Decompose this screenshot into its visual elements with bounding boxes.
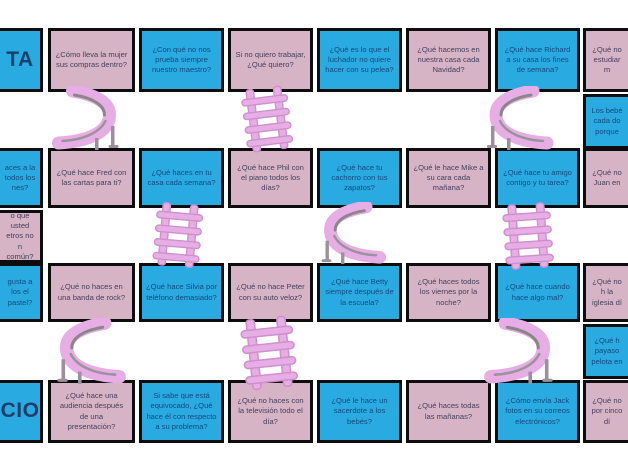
board-square: ¿Qué hace Richard a su casa los fines de…	[495, 28, 580, 92]
board-square: ¿Qué hace Silvia por teléfono demasiado?	[139, 263, 224, 322]
slide-icon	[50, 86, 145, 152]
ladder-icon	[496, 200, 561, 272]
board-square: ¿Qué no haces en una banda de rock?	[48, 263, 135, 322]
board-square: ¿Qué haces todos los viernes por la noch…	[406, 263, 491, 322]
board-square: ¿Qué no Juan en	[583, 148, 628, 208]
board-square: ¿Qué no haces con la televisión todo el …	[228, 380, 313, 443]
board-square: ¿Qué hace cuando hace algo mal?	[495, 263, 580, 322]
board-square: ¿Qué le hace Mike a su cara cada mañana?	[406, 148, 491, 208]
board-square: ¿Qué haces en tu casa cada semana?	[139, 148, 224, 208]
board-square: ¿Qué le hace un sacerdote a los bebés?	[317, 380, 402, 443]
slide-icon	[462, 86, 554, 152]
slide-icon	[482, 318, 580, 386]
board-square: Si sabe que está equivocado, ¿Qué hace é…	[139, 380, 224, 443]
board-square: ¿Con qué no nos prueba siempre nuestro m…	[139, 28, 224, 92]
board-square: ¿Qué hace Betty siempre después de la es…	[317, 263, 402, 322]
board-square: ¿Qué h payaso pelota en	[583, 324, 628, 379]
board-square: ¿Qué hace una audiencia después de una p…	[48, 380, 135, 443]
board-square: ¿Qué haces todas las mañanas?	[406, 380, 491, 443]
ladder-icon	[234, 83, 300, 156]
board-square: ¿Cómo envía Jack fotos en su correos ele…	[495, 380, 580, 443]
ladder-icon	[234, 313, 303, 393]
board-square: ¿Qué no por cinco dí	[583, 380, 628, 443]
board-square: gusta a los el pastel?	[0, 263, 43, 322]
board-square: aces a la todos los nes?	[0, 148, 43, 208]
start-square: CIO	[0, 380, 43, 443]
slide-icon	[298, 202, 386, 266]
board-square: ¿Qué hace tu amigo contigo y tu tarea?	[495, 148, 580, 208]
board-square: ¿Qué es lo que el luchador no quiere hac…	[317, 28, 402, 92]
finish-square: TA	[0, 28, 43, 92]
board-square: ¿Qué no estudiar m	[583, 28, 628, 92]
board-square: ¿Qué no h la iglesia dí	[583, 263, 628, 322]
board-square: ¿Qué no hace Peter con su auto veloz?	[228, 263, 313, 322]
board-square: o que usted etros no n común?	[0, 210, 43, 263]
board-square: ¿Qué hace tu cachorro con tus zapatos?	[317, 148, 402, 208]
board-square: Si no quiero trabajar, ¿Qué quiero?	[228, 28, 313, 92]
board-square: ¿Qué hacemos en nuestra casa cada Navida…	[406, 28, 491, 92]
ladder-icon	[145, 200, 211, 271]
board-square: ¿Qué hace Fred con las cartas para ti?	[48, 148, 135, 208]
board-square: ¿Cómo lleva la mujer sus compras dentro?	[48, 28, 135, 92]
board-square: ¿Qué hace Phil con el piano todos los dí…	[228, 148, 313, 208]
slide-icon	[26, 318, 132, 386]
board-square: Los bebé cada do porque	[583, 94, 628, 149]
